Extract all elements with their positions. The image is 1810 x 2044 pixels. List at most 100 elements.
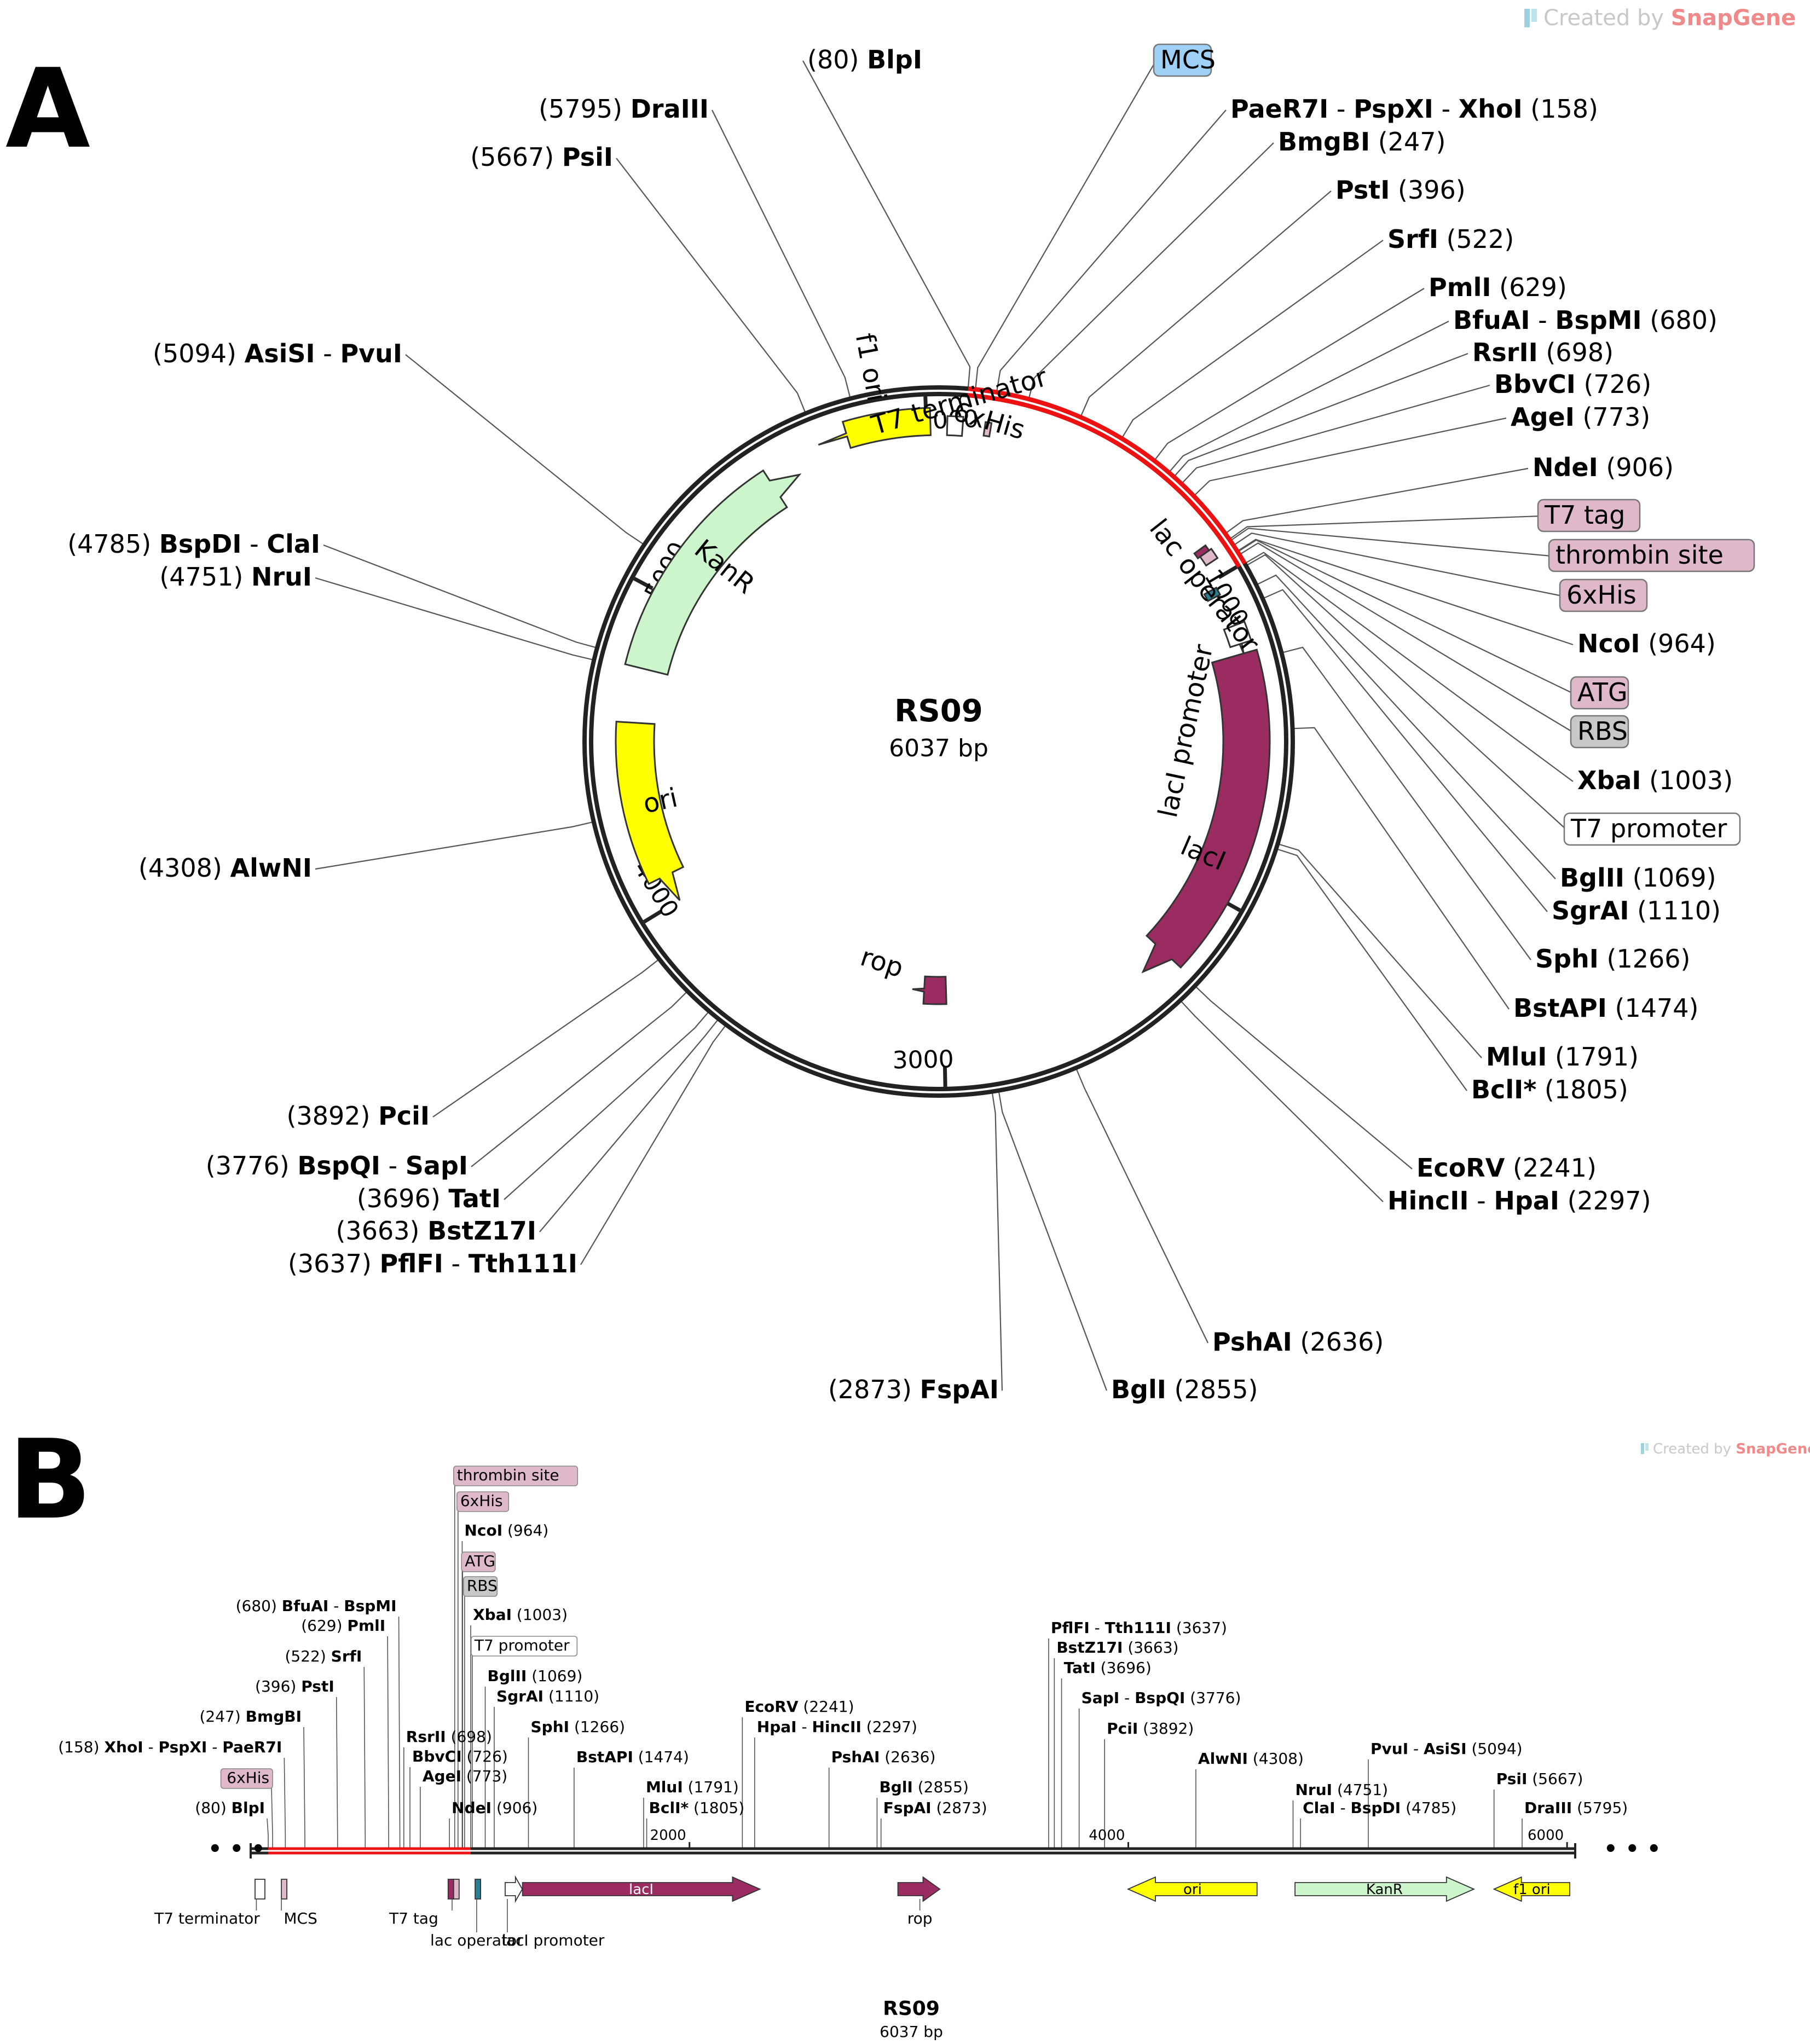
linear-site-text-: -: [797, 1718, 812, 1736]
leader-line-2855: [998, 1091, 1108, 1391]
site-text-alwni: AlwNI: [230, 853, 312, 883]
site-label-906: NdeI (906): [1533, 453, 1674, 482]
site-text-tati: TatI: [448, 1184, 501, 1213]
leader-line-5795: [712, 109, 851, 398]
site-text-bspmi: BspMI: [1555, 305, 1641, 335]
feature-label-laci-promoter: lacI promoter: [1153, 642, 1219, 820]
site-text-4308: (4308): [138, 853, 230, 883]
linear-site-label-1805: BclI* (1805): [649, 1799, 745, 1817]
linear-site-label-3892: PciI (3892): [1107, 1719, 1194, 1738]
linear-site-label-1266: SphI (1266): [530, 1718, 625, 1736]
site-text-pcii: PciI: [378, 1101, 430, 1131]
linear-site-text-agei: AgeI: [423, 1767, 461, 1785]
site-text-tth111i: Tth111I: [469, 1249, 577, 1278]
backbone-outer-ring: [582, 385, 1295, 1098]
site-text-2636: (2636): [1292, 1327, 1384, 1357]
site-text-hpai: HpaI: [1494, 1186, 1559, 1215]
linear-site-text-rbs: RBS: [467, 1577, 498, 1595]
site-text-247: (247): [1370, 127, 1445, 157]
site-label-3663: (3663) BstZ17I: [336, 1216, 536, 1246]
site-label-629: PmlI (629): [1429, 273, 1567, 302]
linear-site-text-158: (158): [58, 1738, 104, 1756]
site-label-2855: BglI (2855): [1111, 1375, 1258, 1404]
linear-site-label-2855: BglI (2855): [879, 1778, 968, 1796]
linear-site-text-psti: PstI: [301, 1677, 334, 1695]
feature-thrombin-site: [1193, 544, 1211, 560]
site-text-: -: [1469, 1186, 1494, 1215]
snapgene-watermark-bottom: Created by SnapGene: [1641, 1441, 1810, 1457]
svg-text:Created by SnapGene: Created by SnapGene: [1543, 5, 1796, 31]
site-text-726: (726): [1576, 369, 1651, 399]
linear-site-text-396: (396): [255, 1677, 301, 1695]
site-label-396: PstI (396): [1335, 175, 1466, 205]
leader-line-100: [975, 60, 1156, 389]
linear-site-text-bspmi: BspMI: [344, 1597, 396, 1615]
leader-line-930: [1230, 528, 1552, 557]
linear-site-label-1003: XbaI (1003): [473, 1606, 568, 1624]
site-text-nrui: NruI: [251, 562, 312, 592]
leader-line-966: [1238, 539, 1574, 694]
linear-site-text-3696: (3696): [1096, 1659, 1152, 1677]
site-text-1266: (1266): [1599, 944, 1691, 974]
linear-feature-lac-operator: [475, 1879, 481, 1900]
linear-site-box-930: [453, 1466, 579, 1486]
linear-site-text-fspai: FspAI: [883, 1799, 932, 1817]
site-text-964: (964): [1640, 629, 1715, 658]
site-text-fspai: FspAI: [920, 1375, 999, 1404]
linear-site-label-726: BbvCI (726): [412, 1747, 508, 1765]
site-text-1805: (1805): [1536, 1075, 1628, 1104]
linear-site-text-paer7i: PaeR7I: [222, 1738, 282, 1756]
site-text-bglii: BglII: [1560, 863, 1624, 893]
linear-site-text-bbvci: BbvCI: [412, 1747, 462, 1765]
linear-site-text-5667: (5667): [1527, 1770, 1583, 1788]
linear-site-text-: -: [328, 1597, 344, 1615]
linear-feature-ori: [1126, 1876, 1258, 1902]
tick-label-3000: 3000: [892, 1045, 954, 1074]
site-label-726: BbvCI (726): [1494, 369, 1651, 399]
linear-site-label-1110: SgrAI (1110): [496, 1687, 599, 1705]
linear-site-text-680: (680): [236, 1597, 282, 1615]
site-label-1010: T7 promoter: [1570, 814, 1727, 843]
linear-site-text-alwni: AlwNI: [1198, 1750, 1248, 1768]
linear-site-label-80: (80) BlpI: [195, 1799, 265, 1817]
linear-site-text-: -: [143, 1738, 159, 1756]
site-text-bbvci: BbvCI: [1494, 369, 1576, 399]
leader-line-5094: [405, 354, 644, 545]
leader-line-1805: [1277, 848, 1467, 1091]
site-label-4308: (4308) AlwNI: [138, 853, 312, 883]
site-text-: -: [1328, 94, 1354, 124]
site-text-bspqi: BspQI: [297, 1151, 380, 1180]
svg-text:Created by SnapGene: Created by SnapGene: [1653, 1441, 1810, 1457]
site-text-rsrii: RsrII: [1472, 338, 1538, 367]
site-text-3637: (3637): [288, 1249, 380, 1278]
linear-site-label-964: NcoI (964): [464, 1521, 548, 1539]
linear-site-text-3663: (3663): [1123, 1638, 1178, 1657]
linear-site-text-1791: (1791): [683, 1778, 739, 1796]
linear-site-text-: -: [1119, 1689, 1135, 1707]
site-label-925: T7 tag: [1544, 500, 1625, 530]
leader-line-396: [1080, 190, 1332, 416]
site-text-5667: (5667): [470, 142, 562, 172]
linear-site-text-3892: (3892): [1138, 1719, 1194, 1738]
linear-site-text-2297: (2297): [861, 1718, 917, 1736]
panel-label-b: B: [8, 1416, 91, 1544]
linear-site-text-1805: (1805): [689, 1799, 744, 1817]
linear-site-text-1110: (1110): [543, 1687, 599, 1705]
linear-site-text-1266: (1266): [569, 1718, 625, 1736]
site-text-sphi: SphI: [1535, 944, 1599, 974]
site-text-906: (906): [1598, 453, 1674, 482]
insert-region-inner: [967, 393, 1241, 568]
linear-leader-lines: [267, 1486, 1523, 1849]
snapgene-logo-icon-small: [1641, 1443, 1649, 1454]
site-text-bstapi: BstAPI: [1513, 993, 1607, 1023]
site-label-3696: (3696) TatI: [357, 1184, 501, 1213]
linear-site-text-726: (726): [462, 1747, 508, 1765]
site-text-pmli: PmlI: [1429, 273, 1491, 302]
site-text-bspdi: BspDI: [159, 529, 242, 559]
watermark-prefix: Created by: [1543, 5, 1671, 31]
leader-line-1069: [1257, 574, 1556, 879]
site-text-2297: (2297): [1559, 1186, 1651, 1215]
linear-site-text-sgrai: SgrAI: [496, 1687, 543, 1705]
linear-site-text-pvui: PvuI: [1370, 1740, 1408, 1758]
